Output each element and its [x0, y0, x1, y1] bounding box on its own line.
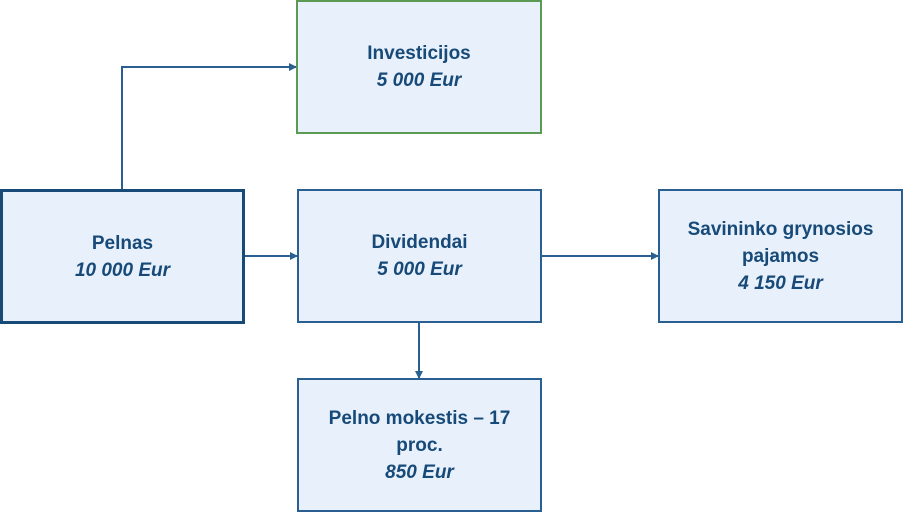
edge-pelnas-investicijos — [121, 63, 297, 189]
node-dividendai-title: Dividendai — [371, 232, 468, 253]
node-savininko-title: Savininko grynosios pajamos — [687, 218, 874, 267]
node-investicijos-value: 5 000 Eur — [376, 70, 462, 91]
node-dividendai: Dividendai 5 000 Eur — [297, 189, 542, 323]
node-mokestis-value: 850 Eur — [385, 461, 454, 483]
node-savininko-value: 4 150 Eur — [738, 272, 823, 294]
node-pelnas-value: 10 000 Eur — [74, 259, 171, 281]
node-savininko-pajamos: Savininko grynosios pajamos 4 150 Eur — [658, 189, 903, 323]
node-pelnas: Pelnas 10 000 Eur — [0, 189, 245, 324]
node-investicijos: Investicijos 5 000 Eur — [296, 0, 542, 134]
node-mokestis-title: Pelno mokestis – 17 proc. — [328, 407, 511, 456]
node-pelno-mokestis: Pelno mokestis – 17 proc. 850 Eur — [297, 378, 542, 512]
node-pelnas-title: Pelnas — [91, 232, 154, 254]
node-investicijos-title: Investicijos — [367, 43, 471, 64]
node-dividendai-value: 5 000 Eur — [377, 259, 462, 280]
